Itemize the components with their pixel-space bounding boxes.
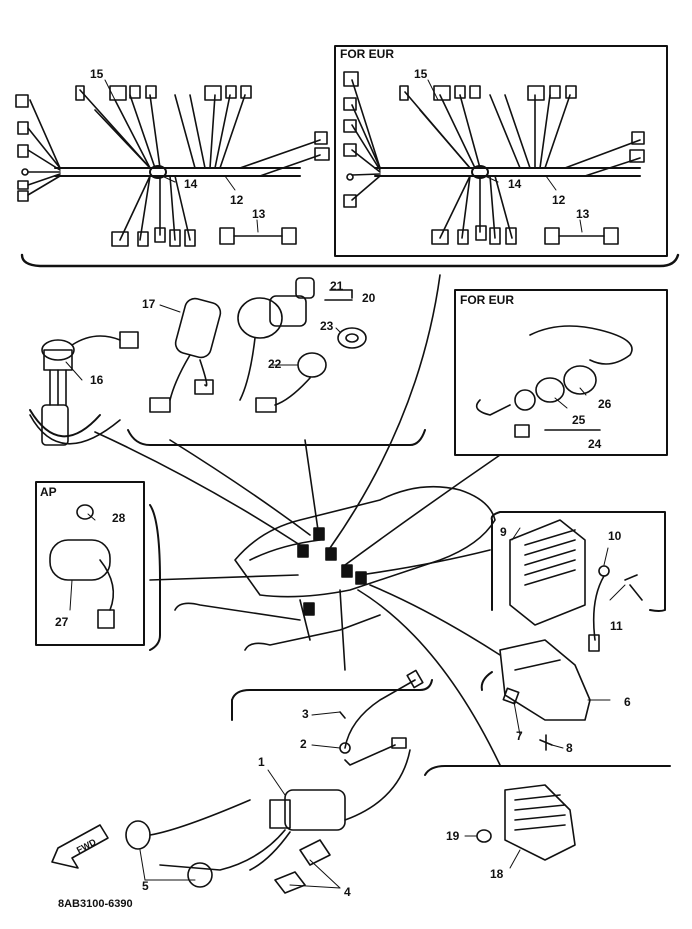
callout-20: 20 (362, 291, 376, 305)
callout-22: 22 (268, 357, 282, 371)
callout-10: 10 (608, 529, 622, 543)
callout-12-eur: 12 (552, 193, 566, 207)
callout-26: 26 (598, 397, 612, 411)
leader-lines (94, 274, 501, 766)
part-21-main-switch (237, 277, 315, 401)
part-10-cable (588, 565, 610, 652)
callout-9: 9 (500, 525, 507, 539)
callout-18: 18 (490, 867, 504, 881)
callout-13-eur: 13 (576, 207, 590, 221)
fwd-arrow (51, 824, 109, 869)
callout-23: 23 (320, 319, 334, 333)
callout-27: 27 (55, 615, 69, 629)
wire-harness-standard (15, 85, 330, 247)
callout-28: 28 (112, 511, 126, 525)
callout-15: 15 (90, 67, 104, 81)
callout-14-eur: 14 (508, 177, 522, 191)
part-9-rectifier (509, 519, 586, 626)
callout-12: 12 (230, 193, 244, 207)
callout-5: 5 (142, 879, 149, 893)
callout-11: 11 (610, 619, 623, 633)
part-4-clamps (274, 839, 331, 894)
eur-switch-label: FOR EUR (460, 293, 514, 307)
part-11-bolt (624, 574, 643, 601)
part-3-screw (339, 711, 346, 719)
ap-label: AP (40, 485, 57, 499)
part-23-ring (337, 327, 367, 349)
callout-6: 6 (624, 695, 631, 709)
callout-4: 4 (344, 885, 351, 899)
bracket-16 (29, 409, 101, 438)
part-7-grommet (502, 687, 520, 705)
bracket-ap (149, 504, 161, 651)
callout-13: 13 (252, 207, 266, 221)
reference-code: 8AB3100-6390 (58, 898, 133, 910)
part-18-regulator (504, 784, 576, 861)
bracket-17-23 (127, 429, 426, 446)
callout-15-eur: 15 (414, 67, 428, 81)
callout-2: 2 (300, 737, 307, 751)
callout-25: 25 (572, 413, 586, 427)
part-17-relay (149, 297, 222, 413)
top-group-bracket (20, 253, 680, 268)
callout-24: 24 (588, 437, 602, 451)
wire-harness-eur (334, 45, 668, 257)
eur-harness-label: FOR EUR (340, 47, 394, 61)
callout-14: 14 (184, 177, 198, 191)
callout-19: 19 (446, 829, 460, 843)
callout-17: 17 (142, 297, 156, 311)
ap-box (35, 481, 145, 646)
eur-switch-box (454, 289, 668, 456)
callout-7: 7 (516, 729, 523, 743)
callout-1: 1 (258, 755, 265, 769)
part-6-cdi-unit (499, 639, 591, 721)
part-16-switch (29, 331, 139, 446)
callout-8: 8 (566, 741, 573, 755)
callout-leaders (65, 79, 626, 889)
callout-3: 3 (302, 707, 309, 721)
snowmobile-outline (174, 485, 496, 651)
part-8-bolt (539, 734, 553, 751)
callout-21: 21 (330, 279, 344, 293)
part-19-nut (476, 829, 492, 843)
part-2-lead (339, 669, 424, 766)
callout-16: 16 (90, 373, 104, 387)
part-5-plug-caps (125, 799, 251, 888)
part-22-switch (255, 352, 327, 413)
part-1-ignition-coil (159, 749, 411, 871)
